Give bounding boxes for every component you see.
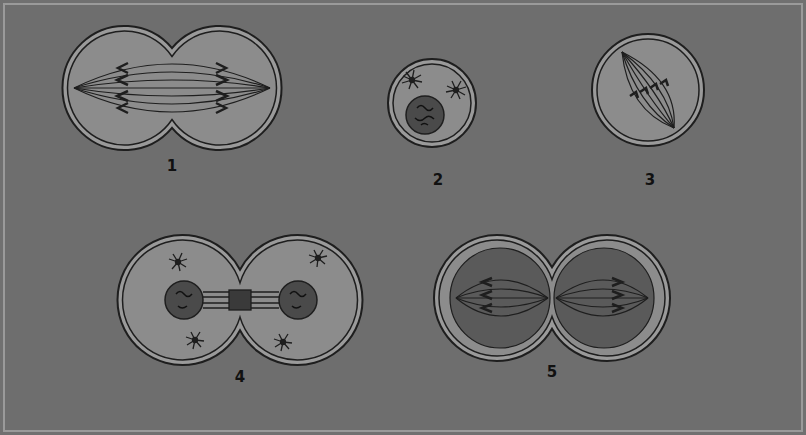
cytoplasm-lobe	[450, 248, 550, 348]
chromosomes	[482, 278, 622, 312]
cell-wall	[117, 235, 362, 365]
chromatin	[415, 106, 434, 126]
callout-number: 1	[167, 159, 177, 174]
cell-plate	[229, 290, 251, 310]
spindle-fibers	[74, 64, 270, 112]
callout-number: 5	[547, 365, 557, 380]
nucleus	[165, 281, 203, 319]
nucleus	[279, 281, 317, 319]
cell-wall	[62, 26, 281, 150]
cell-membrane	[67, 31, 276, 145]
cell-2	[388, 59, 476, 147]
fiber	[74, 72, 270, 88]
aster	[402, 70, 422, 89]
cell-1	[62, 26, 281, 150]
chromosome	[216, 103, 226, 113]
chromosome	[216, 91, 227, 101]
callout-number: 4	[235, 370, 245, 385]
aster	[186, 332, 204, 349]
cell-membrane	[439, 240, 665, 356]
cell-membrane	[393, 64, 471, 142]
cell-4	[117, 235, 362, 365]
fiber	[74, 88, 270, 112]
callout-number: 3	[645, 173, 655, 188]
fiber	[74, 80, 270, 88]
chromosome	[216, 63, 226, 73]
aster	[446, 81, 466, 99]
aster	[274, 334, 292, 351]
chromosomes	[630, 80, 668, 98]
cell-wall	[388, 59, 476, 147]
aster	[169, 253, 187, 271]
frame	[4, 4, 802, 431]
cell-membrane	[122, 240, 357, 360]
midbody-fibers	[203, 290, 279, 310]
chromosome	[117, 91, 128, 101]
chromosome	[118, 103, 128, 113]
fiber	[74, 88, 270, 104]
cytoplasm-lobe	[554, 248, 654, 348]
cell-5	[434, 235, 670, 361]
cell-wall	[434, 235, 670, 361]
callout-number: 2	[433, 173, 443, 188]
chromosome	[117, 75, 128, 85]
fiber	[74, 88, 270, 96]
spindle-fibers	[622, 52, 674, 128]
chromosome	[216, 75, 227, 85]
cell-membrane	[597, 39, 699, 141]
cell-wall	[592, 34, 704, 146]
cell-3	[592, 34, 704, 146]
chromosome	[118, 63, 128, 73]
chromosomes	[117, 63, 227, 113]
nucleus	[406, 96, 444, 134]
aster	[309, 250, 327, 267]
spindle-fibers	[456, 280, 648, 316]
fiber	[74, 64, 270, 88]
fiber	[74, 87, 270, 88]
